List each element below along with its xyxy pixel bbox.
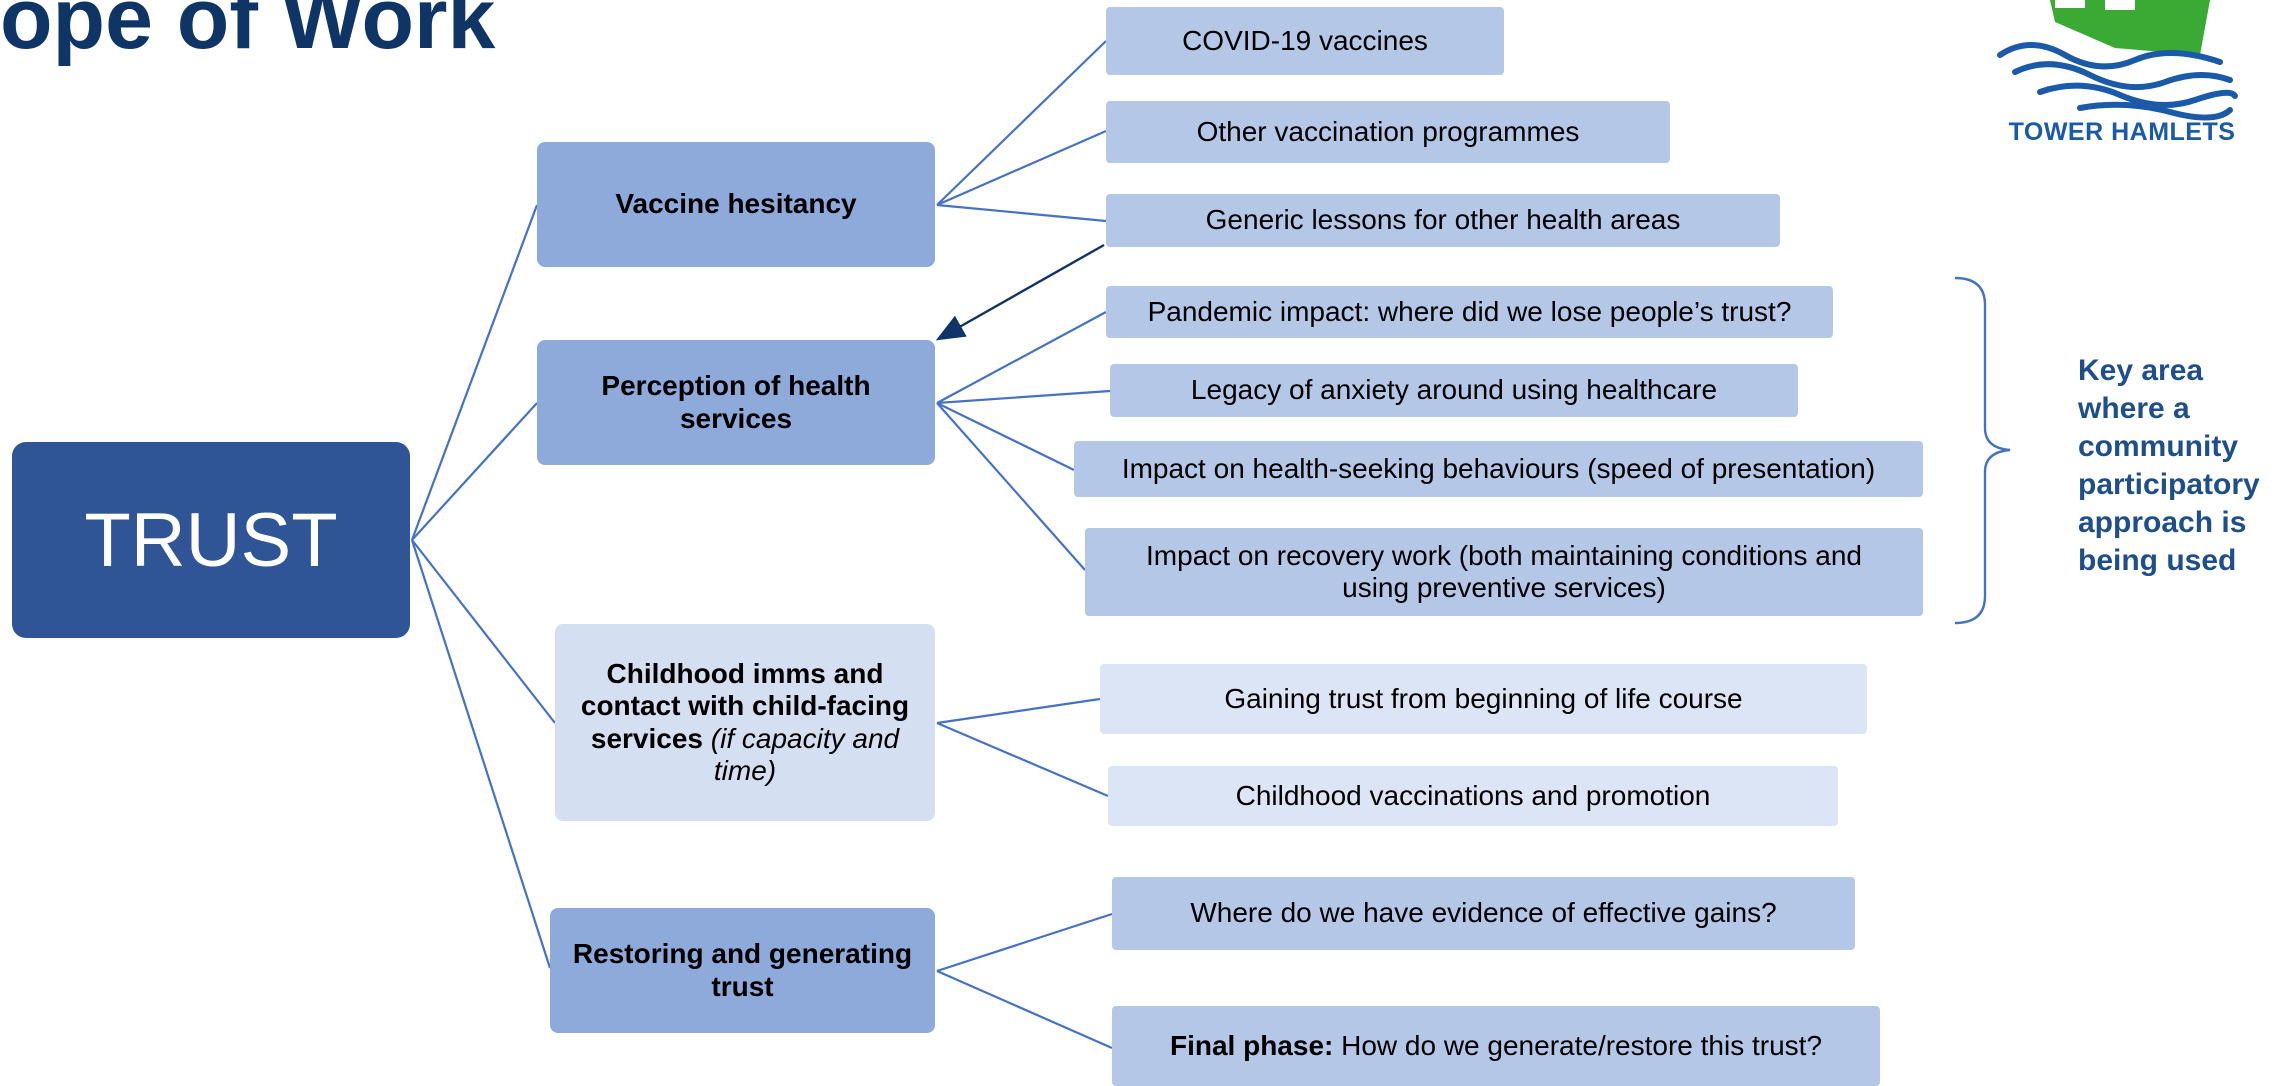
leaf-pandemic-impact: Pandemic impact: where did we lose peopl… <box>1106 286 1833 338</box>
branch-label-italic: (if capacity and time) <box>703 722 900 786</box>
leaf-label: Childhood vaccinations and promotion <box>1235 779 1711 811</box>
leaf-label-bold: Final phase: <box>1169 1029 1334 1061</box>
branch-perception-health-services: Perception of health services <box>537 340 935 465</box>
leaf-label: Generic lessons for other health areas <box>1205 204 1681 236</box>
arrow-connector <box>935 243 1105 341</box>
root-node-trust: TRUST <box>12 442 410 638</box>
leaf-label: Impact on recovery work (both maintainin… <box>1146 539 1862 603</box>
leaf-label: Pandemic impact: where did we lose peopl… <box>1147 295 1792 327</box>
leaf-label-text: How do we generate/restore this trust? <box>1333 1029 1823 1061</box>
branch-childhood-imms: Childhood imms and contact with child-fa… <box>555 624 935 821</box>
logo-wordmark: TOWER HAMLETS <box>2008 118 2236 146</box>
branch-label: Vaccine hesitancy <box>615 188 857 220</box>
leaf-label: Impact on health-seeking behaviours (spe… <box>1121 452 1876 484</box>
leaf-label: Other vaccination programmes <box>1196 115 1580 147</box>
leaf-label: COVID-19 vaccines <box>1182 24 1428 56</box>
curly-brace <box>1954 276 2011 625</box>
leaf-final-phase: Final phase: How do we generate/restore … <box>1112 1006 1880 1086</box>
leaf-gaining-trust: Gaining trust from beginning of life cou… <box>1100 664 1867 734</box>
leaf-recovery-work: Impact on recovery work (both maintainin… <box>1085 528 1923 616</box>
leaf-childhood-vaccinations: Childhood vaccinations and promotion <box>1108 766 1838 826</box>
leaf-other-vaccination: Other vaccination programmes <box>1106 101 1670 163</box>
leaf-legacy-anxiety: Legacy of anxiety around using healthcar… <box>1110 364 1798 417</box>
branch-label-bold: Childhood imms and contact with child-fa… <box>580 658 910 754</box>
branch-label: Perception of health services <box>601 370 871 434</box>
root-label: TRUST <box>84 497 338 583</box>
branch-restoring-trust: Restoring and generating trust <box>550 908 935 1033</box>
branch-vaccine-hesitancy: Vaccine hesitancy <box>537 142 935 267</box>
leaf-covid-vaccines: COVID-19 vaccines <box>1106 7 1504 75</box>
leaf-label: Gaining trust from beginning of life cou… <box>1224 682 1743 714</box>
leaf-label: Legacy of anxiety around using healthcar… <box>1190 374 1718 406</box>
leaf-label: Where do we have evidence of effective g… <box>1190 897 1777 929</box>
leaf-health-seeking: Impact on health-seeking behaviours (spe… <box>1074 441 1923 497</box>
slide-title: ope of Work <box>0 0 496 67</box>
leaf-evidence-gains: Where do we have evidence of effective g… <box>1112 877 1855 950</box>
branch-label-group: Childhood imms and contact with child-fa… <box>569 658 921 787</box>
leaf-label-group: Final phase: How do we generate/restore … <box>1170 1030 1822 1062</box>
tower-hamlets-logo <box>1997 0 2238 121</box>
key-area-note: Key area where a community participatory… <box>2078 354 2260 578</box>
branch-label: Restoring and generating trust <box>572 938 913 1002</box>
leaf-generic-lessons: Generic lessons for other health areas <box>1106 194 1780 247</box>
